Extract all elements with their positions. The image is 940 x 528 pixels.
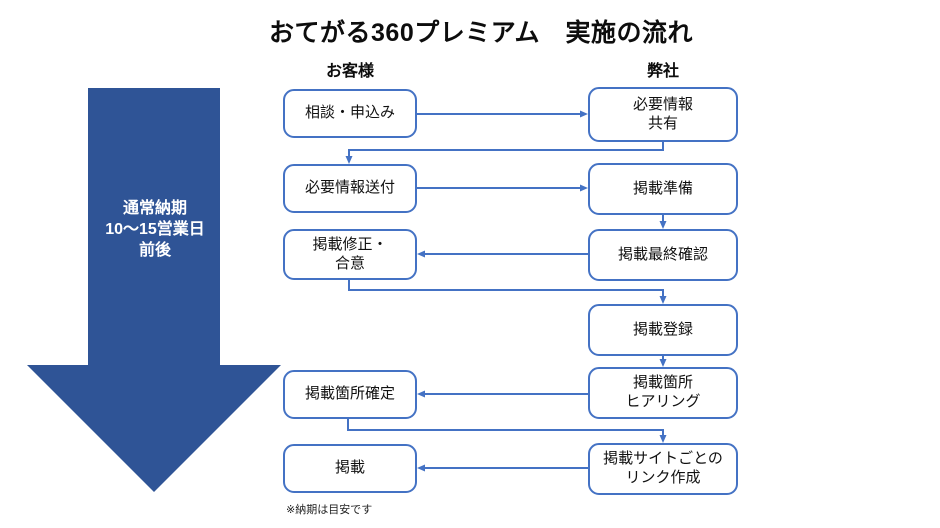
timeline-line: 前後 bbox=[138, 241, 171, 259]
flow-box-revise-agree: 掲載修正・ 合意 bbox=[283, 229, 417, 280]
flow-box-info-send: 必要情報送付 bbox=[283, 164, 417, 213]
flow-box-hearing: 掲載箇所 ヒアリング bbox=[588, 367, 738, 419]
timeline-line: 10～15営業日 bbox=[105, 220, 205, 238]
connector-revise-to-register bbox=[348, 280, 667, 304]
column-header-customer: お客様 bbox=[325, 63, 374, 80]
column-header-company: 弊社 bbox=[646, 63, 679, 80]
flow-box-final-check: 掲載最終確認 bbox=[588, 229, 738, 281]
footnote: ※納期は目安です bbox=[286, 504, 373, 516]
flow-box-register: 掲載登録 bbox=[588, 304, 738, 356]
flow-box-consult: 相談・申込み bbox=[283, 89, 417, 138]
connector-share-to-send bbox=[345, 142, 664, 164]
flow-box-publish: 掲載 bbox=[283, 444, 417, 493]
flow-box-prepare: 掲載準備 bbox=[588, 163, 738, 215]
page-title: おてがる360プレミアム 実施の流れ bbox=[269, 19, 693, 47]
timeline-down-arrow-icon bbox=[27, 88, 281, 492]
flow-box-link-create: 掲載サイトごとの リンク作成 bbox=[588, 443, 738, 495]
timeline-label: 通常納期 10～15営業日 前後 bbox=[35, 199, 275, 261]
timeline-line: 通常納期 bbox=[122, 200, 187, 217]
connector-confirm-to-links bbox=[347, 419, 667, 443]
flow-box-location-confirm: 掲載箇所確定 bbox=[283, 370, 417, 419]
flow-box-info-share: 必要情報 共有 bbox=[588, 87, 738, 142]
